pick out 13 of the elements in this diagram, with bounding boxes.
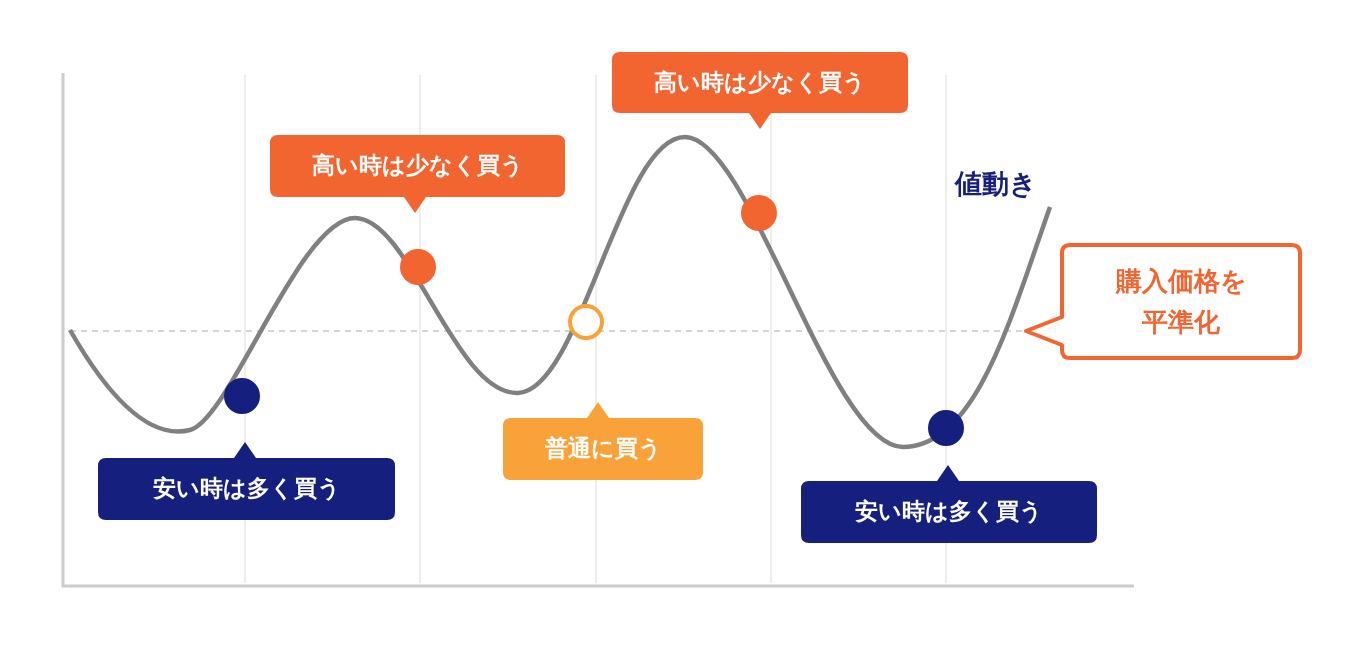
- callout-text: 高い時は少なく買う: [654, 67, 866, 97]
- line-label: 値動き: [955, 167, 1037, 201]
- callout-text: 安い時は多く買う: [152, 474, 341, 504]
- callout-bubble: [98, 442, 395, 520]
- callout-bubble: [270, 135, 565, 213]
- callout-bubble: [612, 52, 908, 129]
- callout-text: 普通に買う: [544, 434, 662, 464]
- callout-text: 購入価格を平準化: [1114, 265, 1248, 339]
- callout-bubble: [503, 402, 703, 480]
- callout-bubble: [801, 465, 1097, 543]
- callout-bubble: [1022, 243, 1302, 360]
- callout-text: 安い時は多く買う: [855, 497, 1043, 527]
- callout-text: 高い時は少なく買う: [311, 151, 524, 181]
